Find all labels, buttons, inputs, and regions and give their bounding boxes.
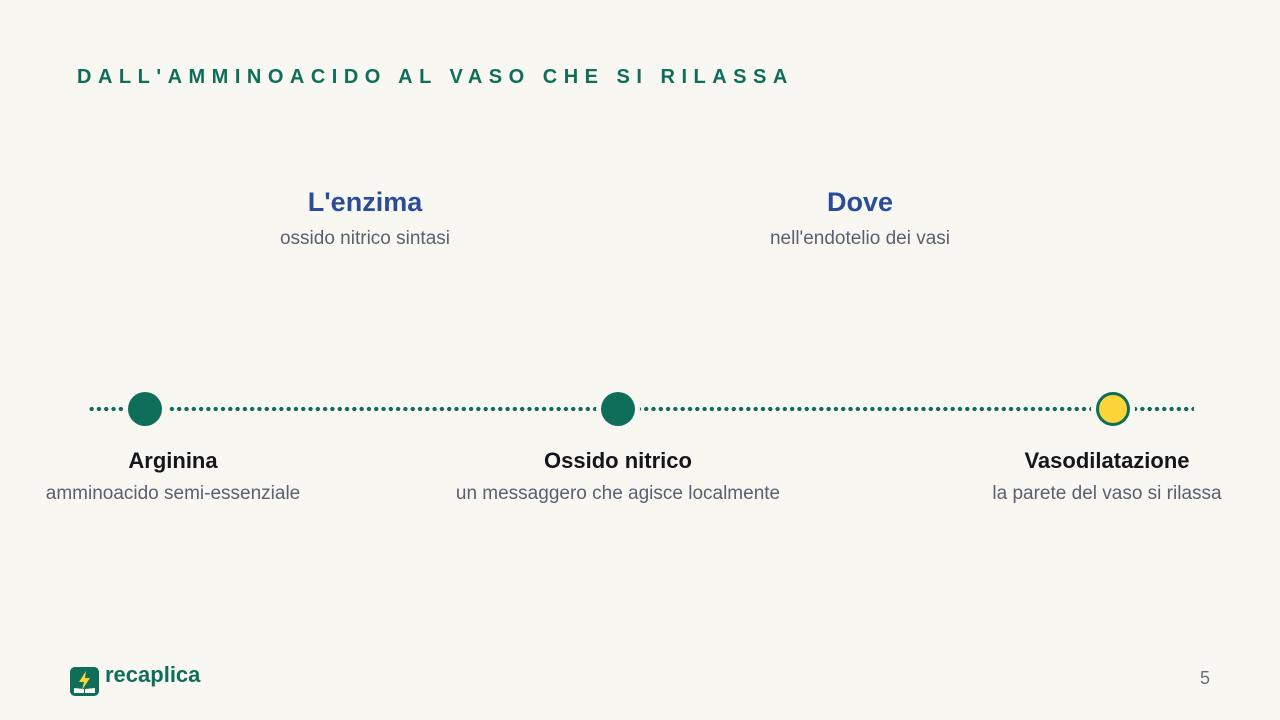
top-label-location-subtitle: nell'endotelio dei vasi	[769, 228, 951, 249]
page-number: 5	[1199, 668, 1210, 688]
step-ossido-nitrico-subtitle: un messaggero che agisce localmente	[455, 483, 781, 504]
brand-logo: recaplica	[70, 662, 200, 696]
step-arginina: Arginina amminoacido semi-essenziale	[0, 448, 383, 506]
top-label-enzyme: L'enzima ossido nitrico sintasi	[185, 186, 545, 251]
step-arginina-subtitle: amminoacido semi-essenziale	[45, 483, 301, 504]
top-label-location: Dove nell'endotelio dei vasi	[680, 186, 1040, 251]
step-ossido-nitrico: Ossido nitrico un messaggero che agisce …	[408, 448, 828, 506]
step-arginina-title: Arginina	[128, 448, 218, 473]
step-vasodilatazione-title: Vasodilatazione	[1024, 448, 1190, 473]
timeline-node-ossido-nitrico	[601, 392, 635, 426]
step-ossido-nitrico-title: Ossido nitrico	[544, 448, 692, 473]
timeline-node-arginina	[128, 392, 162, 426]
brand-name: recaplica	[105, 661, 201, 687]
step-vasodilatazione: Vasodilatazione la parete del vaso si ri…	[897, 448, 1280, 506]
top-label-enzyme-title: L'enzima	[307, 187, 423, 217]
timeline-node-vasodilatazione	[1096, 392, 1130, 426]
top-label-enzyme-subtitle: ossido nitrico sintasi	[279, 228, 451, 249]
top-label-location-title: Dove	[826, 187, 894, 217]
step-vasodilatazione-subtitle: la parete del vaso si rilassa	[992, 483, 1222, 504]
lightning-book-icon	[70, 667, 99, 696]
timeline-connector	[88, 407, 1194, 411]
slide-title: DALL'AMMINOACIDO AL VASO CHE SI RILASSA	[77, 66, 794, 88]
